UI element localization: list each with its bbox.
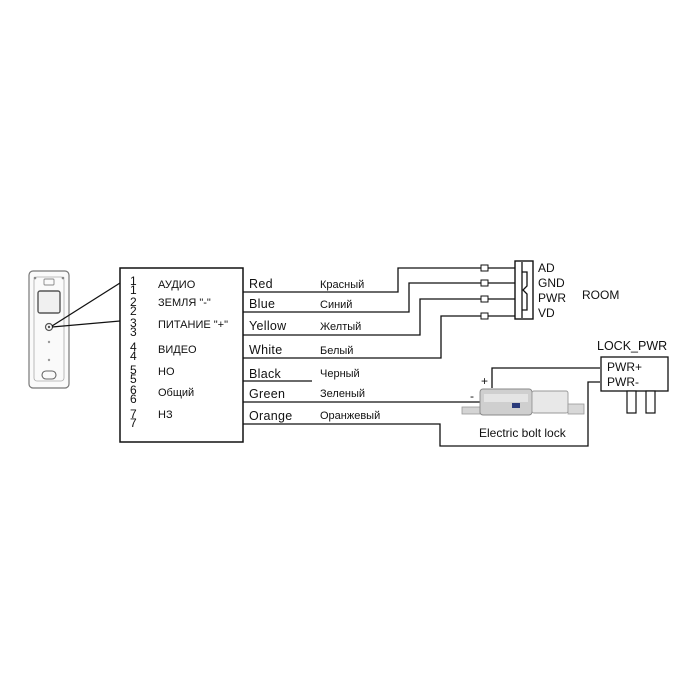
pin-number: 2	[130, 295, 137, 309]
pin-number: 6	[130, 392, 137, 406]
lock-pwr-terminal: PWR-	[607, 375, 639, 389]
room-terminal-label: AD	[538, 261, 555, 275]
pin-number: 7	[130, 416, 137, 430]
room-terminal-label: GND	[538, 276, 565, 290]
room-terminal-label: VD	[538, 306, 555, 320]
electric-bolt-lock: + - Electric bolt lock	[461, 374, 585, 440]
room-label: ROOM	[582, 288, 619, 302]
wire-color-en: White	[249, 343, 282, 357]
wire-color-en: Yellow	[249, 319, 287, 333]
pin-number: 5	[130, 363, 137, 377]
pin-number: 4	[130, 349, 137, 363]
pin-signal: АУДИО	[158, 279, 196, 291]
lock-pwr-terminal: PWR+	[607, 360, 642, 374]
pin-signal: ЗЕМЛЯ "-"	[158, 297, 211, 309]
pin-list: 1 1 АУДИО 2 2 ЗЕМЛЯ "-" 3 3 ПИТАНИЕ "+" …	[130, 274, 228, 430]
wire-color-en: Blue	[249, 297, 275, 311]
pin-number: 1	[130, 283, 137, 297]
pin-signal: Общий	[158, 387, 194, 399]
device-cable	[51, 282, 121, 328]
pin-number: 2	[130, 304, 137, 318]
wire-color-ru: Синий	[320, 299, 352, 311]
wire-color-ru: Желтый	[320, 321, 361, 333]
lock-label: Electric bolt lock	[479, 426, 567, 440]
wires	[243, 267, 600, 447]
pin-number: 3	[130, 316, 137, 330]
pin-number: 3	[130, 325, 137, 339]
wire-red	[243, 267, 481, 293]
pin-connector-box	[119, 267, 244, 443]
wire-color-ru: Черный	[320, 368, 360, 380]
pin-signal: ВИДЕО	[158, 344, 197, 356]
wire-lock-plus	[491, 367, 600, 388]
plug-prong	[645, 390, 656, 414]
plug-prong	[626, 390, 637, 414]
lock-power-supply: LOCK_PWR PWR+ PWR-	[597, 339, 669, 414]
pin-number: 5	[130, 372, 137, 386]
lock-minus-label: -	[470, 389, 474, 403]
pin-signal: ПИТАНИЕ "+"	[158, 319, 228, 331]
wire-color-ru: Красный	[320, 279, 364, 291]
wire-color-ru: Зеленый	[320, 388, 365, 400]
pin-number: 7	[130, 407, 137, 421]
wire-orange	[243, 381, 600, 447]
wire-yellow	[243, 298, 481, 336]
lock-pwr-title: LOCK_PWR	[597, 339, 667, 353]
pin-number: 6	[130, 383, 137, 397]
pin-signal: НО	[158, 366, 175, 378]
call-panel-device	[28, 270, 70, 389]
wire-color-en: Green	[249, 387, 285, 401]
wire-labels: Red Красный Blue Синий Yellow Желтый Whi…	[249, 277, 380, 423]
pin-number: 1	[130, 274, 137, 288]
wire-color-ru: Белый	[320, 345, 353, 357]
wire-color-en: Black	[249, 367, 282, 381]
camera-window	[37, 290, 61, 314]
wire-color-en: Red	[249, 277, 273, 291]
wire-white	[243, 315, 481, 359]
wire-blue	[243, 282, 481, 313]
room-terminal-block: AD GND PWR VD ROOM	[480, 260, 619, 320]
room-terminal-label: PWR	[538, 291, 566, 305]
pin-number: 4	[130, 340, 137, 354]
wire-color-ru: Оранжевый	[320, 410, 380, 422]
wire-color-en: Orange	[249, 409, 293, 423]
lock-plus-label: +	[481, 374, 488, 388]
pin-signal: НЗ	[158, 409, 173, 421]
